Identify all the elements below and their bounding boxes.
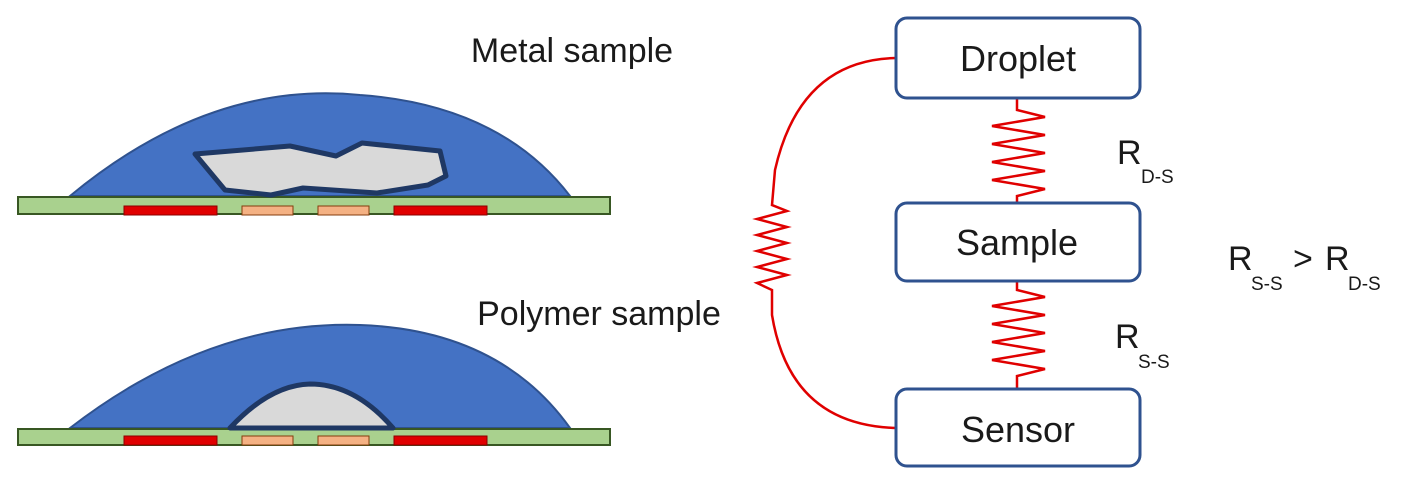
metal-sample-illustration: Metal sample xyxy=(17,32,673,216)
node-sensor: Sensor xyxy=(894,387,1142,468)
relation-left-main: R xyxy=(1228,240,1253,278)
relation-right-main: R xyxy=(1325,240,1350,278)
metal-electrode-center-left xyxy=(241,205,294,216)
metal-electrode-center-right xyxy=(317,205,370,216)
polymer-substrate xyxy=(17,428,611,446)
polymer-droplet xyxy=(67,323,572,429)
polymer-electrode-center-left xyxy=(241,435,294,446)
label-r-ss: R S-S xyxy=(1115,318,1170,373)
metal-sample-label: Metal sample xyxy=(471,32,673,70)
node-sample: Sample xyxy=(894,201,1142,283)
polymer-sample-label: Polymer sample xyxy=(477,295,721,333)
polymer-electrode-left xyxy=(123,435,218,446)
relation-right-sub: D-S xyxy=(1348,274,1381,295)
label-r-ds-main: R xyxy=(1117,134,1142,172)
metal-sample-piece xyxy=(192,140,449,198)
node-droplet: Droplet xyxy=(894,16,1142,100)
label-r-ds-sub: D-S xyxy=(1141,167,1174,188)
polymer-sample-dome xyxy=(227,381,396,431)
label-r-ss-sub: S-S xyxy=(1138,352,1170,373)
node-sensor-label: Sensor xyxy=(961,409,1075,450)
circuit-diagram: Droplet Sample Sensor R D-S R S-S R S-S … xyxy=(752,16,1381,468)
outer-wire xyxy=(752,56,897,430)
resistor-droplet-sample xyxy=(991,97,1046,202)
polymer-electrode-center-right xyxy=(317,435,370,446)
resistor-sample-sensor xyxy=(991,281,1046,388)
polymer-sample-illustration: Polymer sample xyxy=(17,295,721,446)
node-sample-label: Sample xyxy=(956,222,1078,263)
label-r-ds: R D-S xyxy=(1117,134,1174,188)
polymer-electrode-right xyxy=(393,435,488,446)
metal-electrode-left xyxy=(123,205,218,216)
metal-electrode-right xyxy=(393,205,488,216)
relation-left-sub: S-S xyxy=(1251,274,1283,295)
node-droplet-label: Droplet xyxy=(960,38,1076,79)
label-r-ss-main: R xyxy=(1115,318,1140,356)
metal-substrate xyxy=(17,196,611,215)
relation-operator: > xyxy=(1293,240,1313,278)
resistance-relation: R S-S > R D-S xyxy=(1228,240,1381,295)
